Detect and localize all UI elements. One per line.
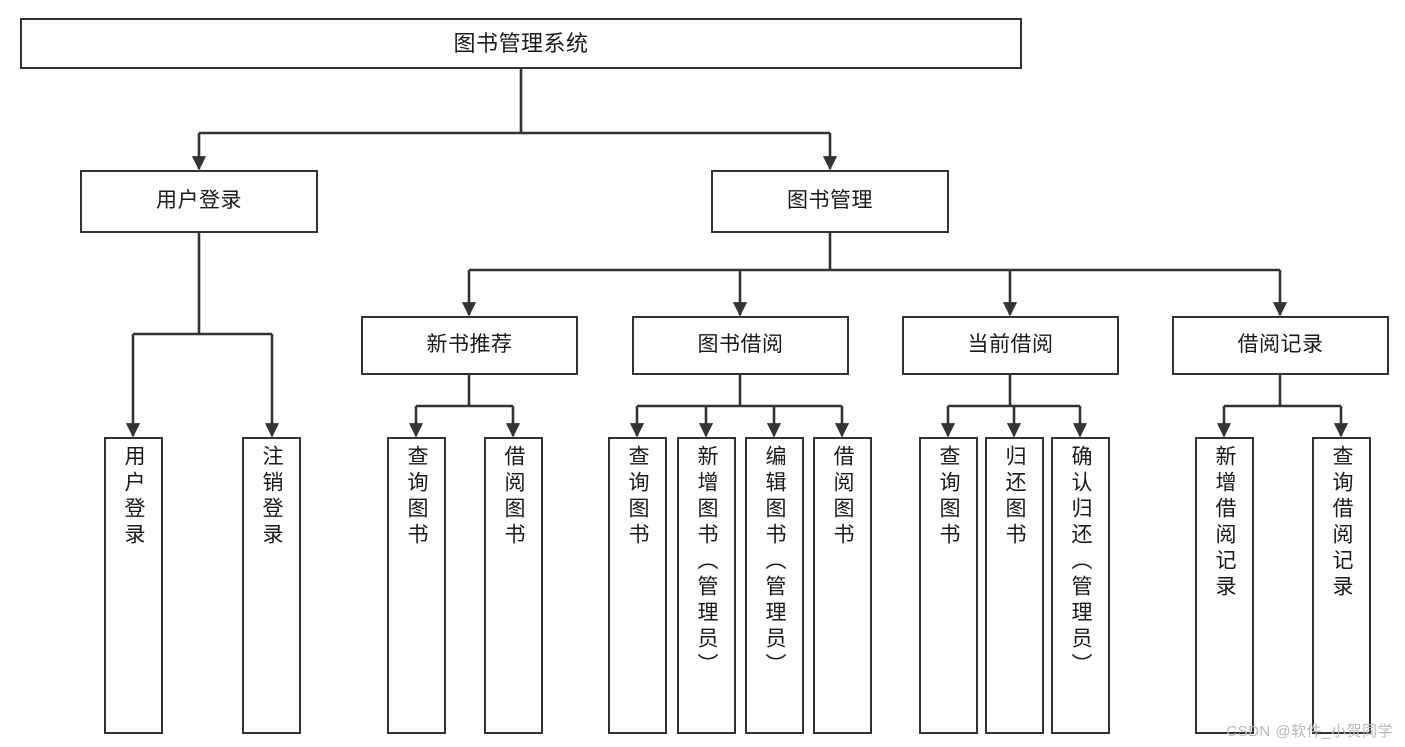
node-leaf-query-book-c[interactable]: 查询图书 [919, 437, 978, 734]
node-user-login-label: 用户登录 [156, 189, 242, 213]
node-book-manage-label: 图书管理 [787, 189, 873, 213]
node-leaf-add-record-label: 新增借阅记录 [1213, 445, 1236, 601]
node-leaf-query-book-c-label: 查询图书 [937, 445, 960, 549]
node-root-label: 图书管理系统 [453, 30, 589, 56]
node-book-manage[interactable]: 图书管理 [711, 170, 949, 233]
node-leaf-query-record[interactable]: 查询借阅记录 [1312, 437, 1371, 734]
node-current-borrow-label: 当前借阅 [967, 333, 1054, 357]
node-leaf-borrow-book-a[interactable]: 借阅图书 [484, 437, 543, 734]
node-root[interactable]: 图书管理系统 [20, 18, 1022, 69]
node-book-borrow[interactable]: 图书借阅 [632, 316, 849, 375]
node-leaf-query-book-b-label: 查询图书 [626, 445, 649, 549]
node-leaf-query-record-label: 查询借阅记录 [1330, 445, 1353, 601]
node-leaf-logout-label: 注销登录 [260, 445, 283, 549]
node-leaf-borrow-book-b[interactable]: 借阅图书 [813, 437, 872, 734]
node-leaf-edit-book[interactable]: 编辑图书（管理员） [745, 437, 804, 734]
node-leaf-edit-book-label: 编辑图书（管理员） [763, 445, 786, 679]
node-book-borrow-label: 图书借阅 [697, 333, 784, 357]
node-leaf-confirm-return[interactable]: 确认归还（管理员） [1051, 437, 1110, 734]
node-leaf-query-book-b[interactable]: 查询图书 [608, 437, 667, 734]
node-new-book-recommend-label: 新书推荐 [426, 333, 513, 357]
node-leaf-borrow-book-a-label: 借阅图书 [502, 445, 525, 549]
node-borrow-record-label: 借阅记录 [1237, 333, 1324, 357]
node-leaf-add-book[interactable]: 新增图书（管理员） [677, 437, 736, 734]
node-leaf-borrow-book-b-label: 借阅图书 [831, 445, 854, 549]
node-leaf-query-book-a-label: 查询图书 [405, 445, 428, 549]
node-leaf-add-record[interactable]: 新增借阅记录 [1195, 437, 1254, 734]
node-leaf-add-book-label: 新增图书（管理员） [695, 445, 718, 679]
node-leaf-return-book-label: 归还图书 [1003, 445, 1026, 549]
node-leaf-return-book[interactable]: 归还图书 [985, 437, 1044, 734]
node-user-login[interactable]: 用户登录 [80, 170, 318, 233]
node-leaf-confirm-return-label: 确认归还（管理员） [1069, 445, 1092, 679]
node-borrow-record[interactable]: 借阅记录 [1172, 316, 1389, 375]
node-leaf-logout[interactable]: 注销登录 [242, 437, 301, 734]
node-leaf-user-login[interactable]: 用户登录 [104, 437, 163, 734]
node-new-book-recommend[interactable]: 新书推荐 [361, 316, 578, 375]
node-leaf-user-login-label: 用户登录 [122, 445, 145, 549]
node-leaf-query-book-a[interactable]: 查询图书 [387, 437, 446, 734]
node-current-borrow[interactable]: 当前借阅 [902, 316, 1119, 375]
